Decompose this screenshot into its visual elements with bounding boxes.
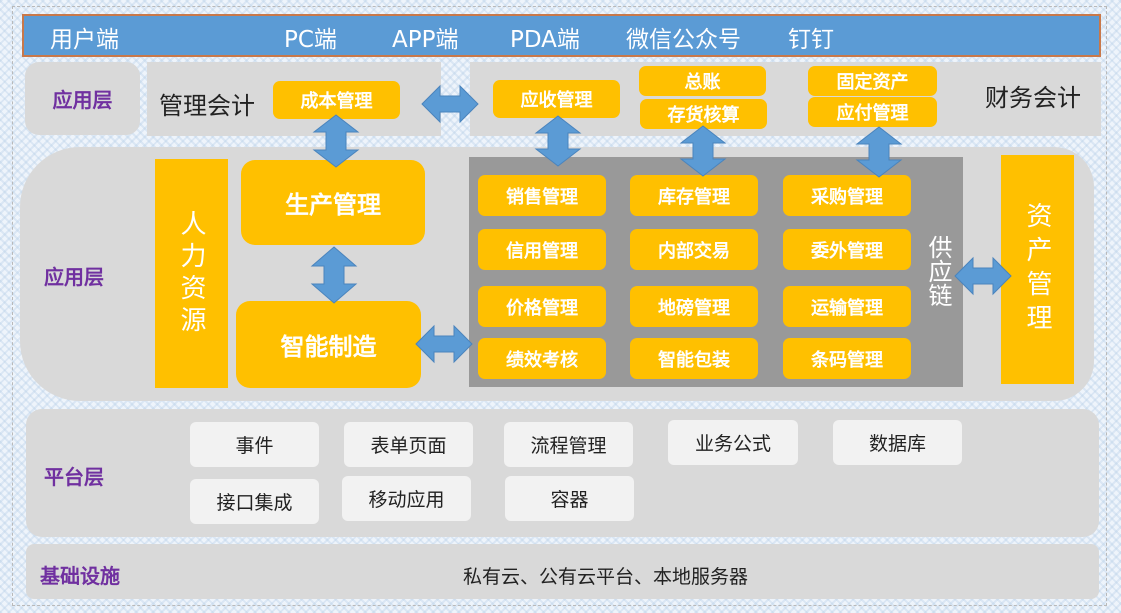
application-layer-label: 应用层 (44, 265, 104, 289)
module-internal-trade: 内部交易 (630, 229, 758, 270)
platform-item-business-formula: 业务公式 (668, 420, 798, 465)
client-wechat: 微信公众号 (626, 27, 741, 53)
arrow-receivables-supply-chain (534, 115, 582, 167)
infrastructure-content: 私有云、公有云平台、本地服务器 (463, 566, 749, 588)
platform-item-mobile-apps: 移动应用 (342, 476, 471, 521)
infrastructure-layer-label: 基础设施 (40, 564, 120, 588)
module-asset-management: 资产管理 (1001, 155, 1074, 384)
platform-item-container: 容器 (505, 476, 634, 521)
platform-item-workflow: 流程管理 (504, 422, 633, 467)
platform-item-database: 数据库 (833, 420, 962, 465)
module-cost-management: 成本管理 (273, 81, 400, 119)
infrastructure-layer-panel (26, 544, 1099, 599)
module-barcode: 条码管理 (783, 338, 911, 379)
module-inventory: 库存管理 (630, 175, 758, 216)
diagram-frame (12, 6, 1107, 606)
module-payables: 应付管理 (808, 97, 937, 127)
accounting-layer-label: 应用层 (52, 88, 113, 112)
module-purchasing: 采购管理 (783, 175, 911, 216)
platform-item-form-pages: 表单页面 (344, 422, 473, 467)
client-pc: PC端 (284, 27, 337, 53)
module-receivables: 应收管理 (493, 80, 620, 118)
accounting-layer-label-box: 应用层 (25, 62, 140, 135)
arrow-inventory-accounting-supply-chain (679, 125, 727, 177)
module-general-ledger: 总账 (639, 66, 766, 96)
module-outsourcing: 委外管理 (783, 229, 911, 270)
platform-layer-label: 平台层 (44, 465, 104, 489)
module-smart-packaging: 智能包装 (630, 338, 758, 379)
management-accounting-label: 管理会计 (159, 92, 255, 120)
module-credit: 信用管理 (478, 229, 606, 270)
module-smart-manufacturing: 智能制造 (236, 301, 421, 388)
platform-item-events: 事件 (190, 422, 319, 467)
client-dingtalk: 钉钉 (788, 27, 834, 53)
arrow-manufacturing-supply-chain (415, 324, 473, 364)
module-weighbridge: 地磅管理 (630, 286, 758, 327)
arrow-payables-supply-chain (855, 126, 903, 178)
user-layer-bar: 用户端 PC端 APP端 PDA端 微信公众号 钉钉 (22, 14, 1101, 57)
platform-item-api-integration: 接口集成 (190, 479, 319, 524)
client-app: APP端 (392, 27, 459, 53)
arrow-cost-receivables (421, 84, 479, 124)
module-human-resources: 人力资源 (155, 159, 228, 388)
module-performance: 绩效考核 (478, 338, 606, 379)
module-fixed-assets: 固定资产 (808, 66, 937, 96)
module-inventory-accounting: 存货核算 (640, 99, 767, 129)
arrow-cost-production (312, 114, 360, 168)
client-pda: PDA端 (510, 27, 580, 53)
module-sales: 销售管理 (478, 175, 606, 216)
user-layer-label: 用户端 (50, 27, 119, 53)
financial-accounting-label: 财务会计 (985, 84, 1081, 112)
module-production-management: 生产管理 (241, 160, 425, 245)
supply-chain-label: 供应链 (924, 235, 952, 307)
module-pricing: 价格管理 (478, 286, 606, 327)
arrow-supply-chain-assets (954, 256, 1012, 296)
module-transport: 运输管理 (783, 286, 911, 327)
arrow-production-manufacturing (310, 246, 358, 304)
